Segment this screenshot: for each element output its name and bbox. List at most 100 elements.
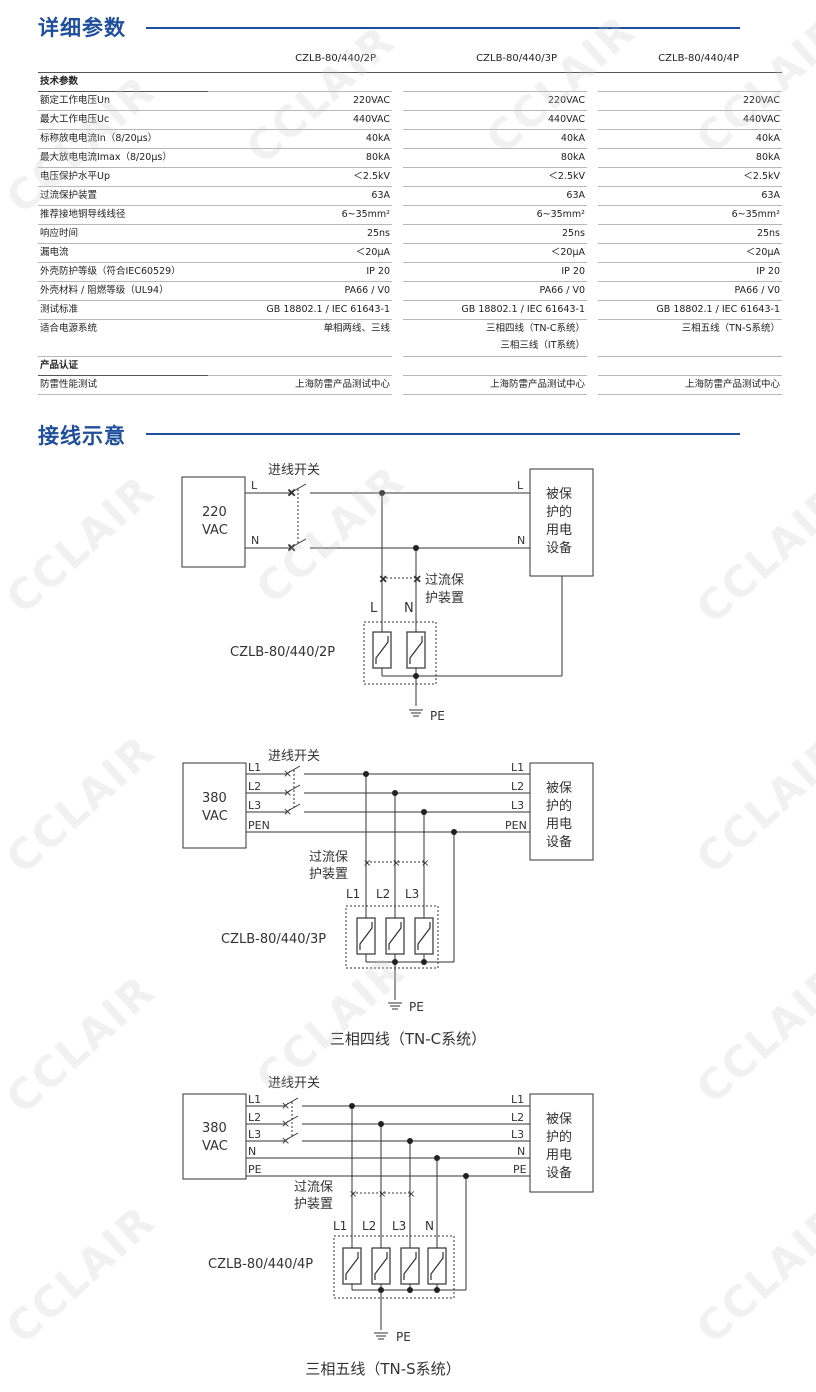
cell-spacer <box>598 243 618 263</box>
d2-caption: 三相四线（TN-C系统） <box>330 1030 486 1048</box>
d2-ocp-1: 过流保 <box>309 850 348 865</box>
value-line: 上海防雷产品测试中心 <box>684 379 780 390</box>
value-line: 220VAC <box>743 95 780 106</box>
cell-spacer <box>208 148 228 168</box>
d2-source-line1: 380 <box>202 791 227 806</box>
d1-pe: PE <box>430 709 445 723</box>
value-line: 单相两线、三线 <box>323 323 390 334</box>
d1-spd-n: N <box>404 601 414 616</box>
cell-spacer <box>598 375 618 395</box>
row-value: 220VAC <box>228 91 392 111</box>
cell-spacer <box>598 148 618 168</box>
value-line: 63A <box>371 190 390 201</box>
row-value: 440VAC <box>228 110 392 130</box>
row-label: 响应时间 <box>38 224 208 244</box>
cell-spacer <box>598 167 618 187</box>
cell-spacer <box>598 300 618 320</box>
diagram-4p <box>182 1093 594 1330</box>
d3-device-3: 用电 <box>546 1148 572 1163</box>
cell-spacer <box>403 186 423 206</box>
row-label: 标称放电电流In（8/20μs） <box>38 129 208 149</box>
cell-spacer <box>403 91 423 111</box>
row-value: 三相五线（TN-S系统） <box>618 319 782 357</box>
cell-spacer <box>208 224 228 244</box>
d3-spd-l2: L2 <box>362 1219 376 1233</box>
row-value: 40kA <box>423 129 587 149</box>
value-line: 440VAC <box>353 114 390 125</box>
params-section-title: 详细参数 <box>38 16 126 40</box>
row-value: GB 18802.1 / IEC 61643-1 <box>228 300 392 320</box>
row-value: 25ns <box>423 224 587 244</box>
row-value: 63A <box>618 186 782 206</box>
row-label: 过流保护装置 <box>38 186 208 206</box>
value-line: GB 18802.1 / IEC 61643-1 <box>461 304 585 315</box>
d3-spd-l3: L3 <box>392 1219 406 1233</box>
svg-text:×: × <box>421 858 429 869</box>
d3-line-l3-right: L3 <box>511 1128 524 1141</box>
row-value: GB 18802.1 / IEC 61643-1 <box>618 300 782 320</box>
value-line: 40kA <box>755 133 780 144</box>
row-value: ＜2.5kV <box>423 167 587 187</box>
value-line: 80kA <box>755 152 780 163</box>
d2-switch-label: 进线开关 <box>268 749 320 764</box>
value-line: 80kA <box>560 152 585 163</box>
value-line: 220VAC <box>548 95 585 106</box>
row-value: ＜20μA <box>618 243 782 263</box>
row-value: ＜20μA <box>228 243 392 263</box>
value-line: GB 18802.1 / IEC 61643-1 <box>656 304 780 315</box>
row-label: 最大放电电流Imax（8/20μs） <box>38 148 208 168</box>
svg-text:×: × <box>363 858 371 869</box>
row-value: 6~35mm² <box>618 205 782 225</box>
d3-line-n-left: N <box>248 1145 256 1158</box>
cell-spacer <box>208 356 228 376</box>
cell-spacer <box>208 281 228 301</box>
d2-spd-l1: L1 <box>346 887 360 901</box>
row-label: 防雷性能测试 <box>38 375 208 395</box>
d1-source-line2: VAC <box>202 523 228 538</box>
model-header-2p: CZLB-80/440/2P <box>295 53 376 64</box>
cell-spacer <box>598 110 618 130</box>
svg-text:×: × <box>407 1189 415 1200</box>
cert-header: 产品认证 <box>38 356 782 376</box>
value-line: ＜2.5kV <box>353 171 390 182</box>
value-line: 6~35mm² <box>341 209 390 220</box>
d1-ocp-1: 过流保 <box>425 573 464 588</box>
row-value: GB 18802.1 / IEC 61643-1 <box>423 300 587 320</box>
value-line: 三相五线（TN-S系统） <box>681 323 780 334</box>
d2-spd-l2: L2 <box>376 887 390 901</box>
d2-line-l2-right: L2 <box>511 780 524 793</box>
row-value: 上海防雷产品测试中心 <box>618 375 782 395</box>
svg-text:×: × <box>281 1099 290 1112</box>
row-value: 三相四线（TN-C系统）三相三线（IT系统） <box>423 319 587 357</box>
svg-text:×: × <box>413 574 421 585</box>
row-value: 220VAC <box>423 91 587 111</box>
row-label: 额定工作电压Un <box>38 91 208 111</box>
cell-spacer <box>403 243 423 263</box>
value-line: 6~35mm² <box>536 209 585 220</box>
row-label: 推荐接地铜导线线径 <box>38 205 208 225</box>
d3-ocp-1: 过流保 <box>294 1180 333 1195</box>
d1-device-2: 护的 <box>546 504 572 520</box>
value-line: 440VAC <box>548 114 585 125</box>
row-value: 6~35mm² <box>228 205 392 225</box>
d3-line-l2-right: L2 <box>511 1111 524 1124</box>
d3-switch-label: 进线开关 <box>268 1076 320 1091</box>
cell-spacer <box>208 129 228 149</box>
cell-spacer <box>598 262 618 282</box>
d1-line-l-left: L <box>251 479 258 492</box>
cell-spacer <box>208 110 228 130</box>
cell-spacer <box>208 91 228 111</box>
cell-spacer <box>403 281 423 301</box>
d2-device-3: 用电 <box>546 817 572 832</box>
d2-line-pen-right: PEN <box>505 819 527 832</box>
d2-device-4: 设备 <box>546 834 572 850</box>
d1-ocp-2: 护装置 <box>425 591 464 606</box>
d3-line-n-right: N <box>517 1145 525 1158</box>
